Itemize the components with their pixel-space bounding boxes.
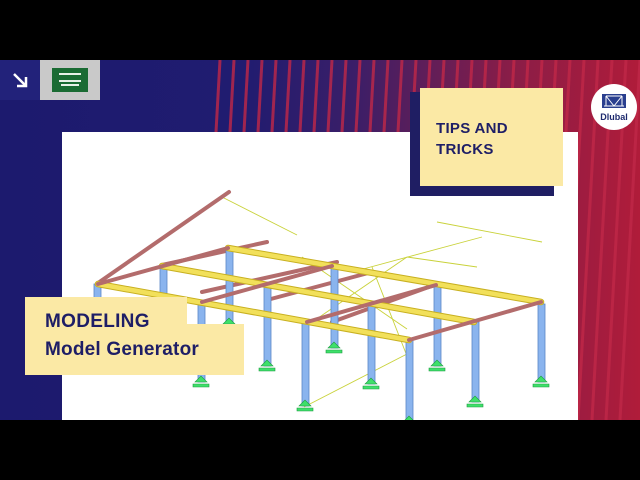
tips-label: TIPS AND TRICKS (420, 88, 563, 186)
language-flag-button[interactable] (40, 60, 100, 100)
dlubal-logo[interactable]: Dlubal (591, 84, 637, 130)
title-subject: Model Generator (45, 339, 199, 360)
video-title: MODELING Model Generator (25, 297, 244, 375)
video-thumbnail: TIPS AND TRICKS MODELING Model Generator… (0, 60, 640, 420)
corner-arrow-button[interactable] (0, 60, 41, 100)
tips-label-text: TIPS AND TRICKS (436, 118, 556, 160)
tips-label-line1: TIPS AND (436, 120, 508, 137)
dlubal-bridge-logo-icon (602, 94, 626, 108)
brand-name: Dlubal (600, 112, 628, 122)
arrow-down-right-icon (13, 73, 28, 88)
title-category: MODELING (45, 311, 150, 332)
saudi-arabia-flag-icon (52, 68, 88, 92)
tips-label-line2: TRICKS (436, 141, 494, 158)
